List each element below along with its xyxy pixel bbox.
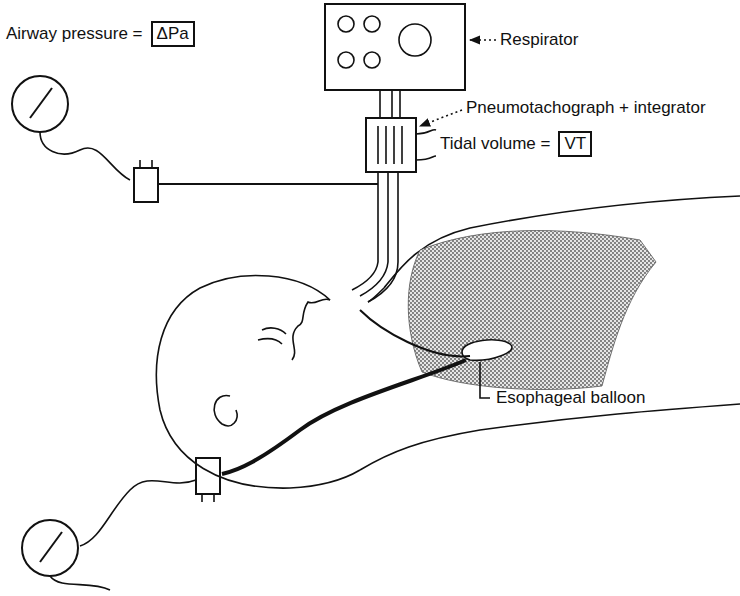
- value-box: VT: [558, 131, 592, 157]
- esophageal-gauge: [22, 458, 220, 590]
- label: Tidal volume =: [440, 134, 550, 154]
- infant: [156, 196, 740, 488]
- label: Esophageal balloon: [496, 388, 645, 408]
- value-text: VT: [564, 134, 586, 153]
- value-text: ΔPa: [157, 24, 189, 43]
- lung-region: [408, 231, 656, 390]
- label: Pneumotachograph + integrator: [466, 98, 706, 118]
- pneumotachograph: [366, 118, 416, 172]
- integrator-wires: [416, 130, 436, 160]
- label: Respirator: [500, 30, 578, 50]
- leader-line: [420, 110, 462, 126]
- respirator: [325, 4, 465, 90]
- esophageal-balloon: [462, 340, 512, 360]
- leader-line: [470, 39, 496, 41]
- pressure-gauge: [12, 76, 378, 202]
- tubing: [352, 90, 416, 302]
- label: Airway pressure =: [6, 24, 143, 44]
- value-box: ΔPa: [151, 21, 195, 47]
